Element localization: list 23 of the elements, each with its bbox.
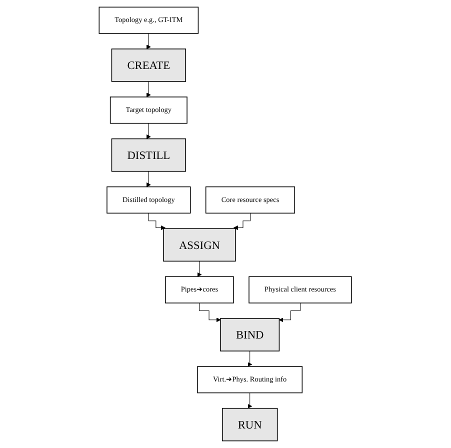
arrow <box>248 350 252 367</box>
node-box <box>163 228 236 262</box>
arrow <box>197 260 202 277</box>
node-box <box>106 186 191 214</box>
node-box <box>110 96 188 124</box>
arrow <box>146 171 152 188</box>
arrow <box>279 302 301 322</box>
node-box <box>112 48 186 82</box>
node-box <box>98 6 199 34</box>
arrow <box>248 392 252 409</box>
arrow <box>146 33 152 50</box>
node-box <box>248 276 352 304</box>
node-box <box>112 138 186 172</box>
arrow <box>146 81 152 98</box>
node-box <box>197 366 303 394</box>
node-box <box>165 276 234 304</box>
arrow <box>148 212 166 230</box>
arrow <box>146 123 152 139</box>
arrow <box>234 212 251 230</box>
node-box <box>220 318 280 352</box>
arrow <box>199 302 222 322</box>
node-box <box>222 408 278 442</box>
node-box <box>206 186 296 214</box>
